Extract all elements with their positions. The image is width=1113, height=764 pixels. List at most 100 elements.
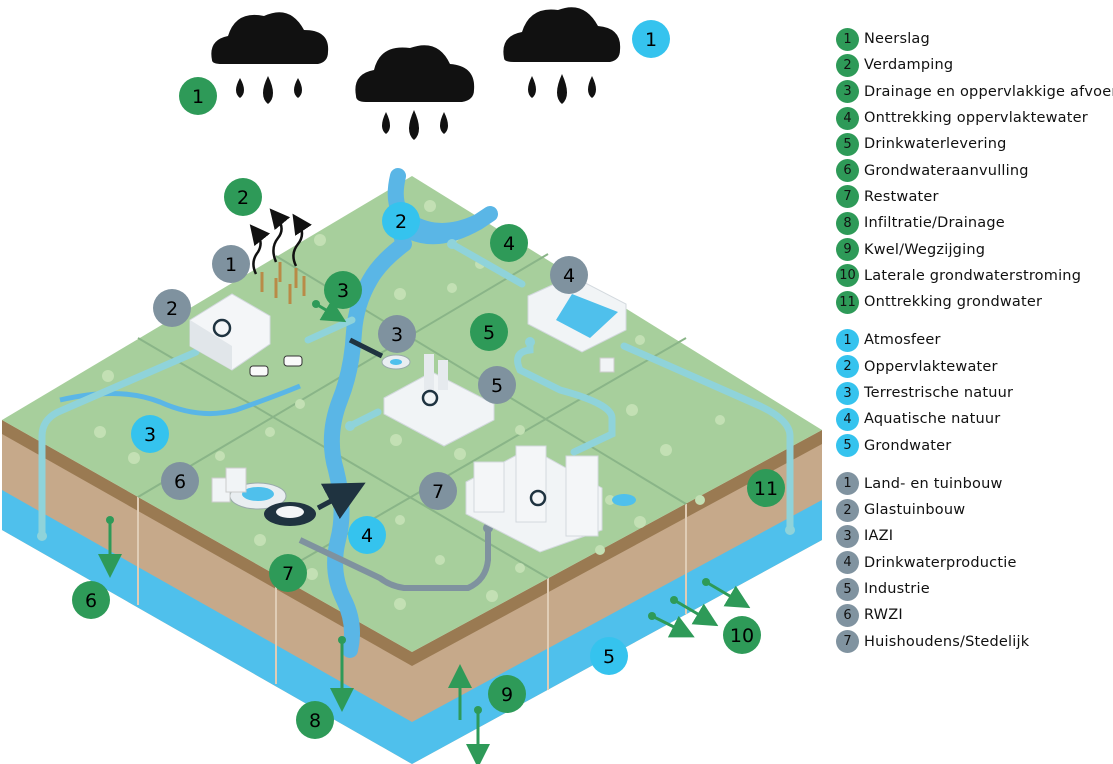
sector-legend-label: IAZI — [864, 528, 894, 545]
sector-legend-number: 3 — [836, 524, 859, 548]
flow-legend-label: Onttrekking grondwater — [864, 294, 1043, 311]
compartment-badge-1: 1 — [645, 29, 657, 51]
landscape-block — [2, 176, 822, 764]
flow-badge-6: 6 — [85, 590, 97, 612]
compartment-legend-label: Terrestrische natuur — [864, 385, 1014, 401]
compartment-badge-5: 5 — [603, 646, 615, 668]
flow-legend-number: 9 — [836, 238, 859, 262]
compartment-legend-label: Grondwater — [864, 437, 952, 454]
sector-legend-number: 1 — [836, 472, 859, 496]
flow-legend-label: Drinkwaterlevering — [864, 136, 1007, 153]
compartment-legend-label: Oppervlaktewater — [864, 358, 998, 375]
sector-legend-label: Glastuinbouw — [864, 502, 966, 519]
sector-legend-number: 2 — [836, 498, 859, 522]
flow-legend-item: 1 Neerslag — [836, 26, 1113, 52]
flow-legend-item: 10 Laterale grondwaterstroming — [836, 263, 1113, 289]
compartment-legend-item: 1 Atmosfeer — [836, 327, 1113, 353]
flow-badge-7: 7 — [282, 563, 294, 585]
sector-legend-item: 4 Drinkwaterproductie — [836, 550, 1113, 576]
wastewater-pipes — [316, 337, 384, 520]
flow-legend-item: 11 Onttrekking grondwater — [836, 289, 1113, 315]
compartment-legend-number: 5 — [836, 434, 859, 458]
flow-legend-label: Infiltratie/Drainage — [864, 215, 1005, 232]
flow-legend-number: 1 — [836, 27, 859, 51]
flow-badge-11: 11 — [754, 478, 778, 500]
cloud-icon — [355, 45, 475, 140]
sector-legend-label: Huishoudens/Stedelijk — [864, 633, 1030, 650]
flow-legend-label: Drainage en oppervlakkige afvoer — [864, 83, 1113, 100]
compartment-legend-item: 5 Grondwater — [836, 432, 1113, 458]
flow-badge-3: 3 — [337, 280, 349, 302]
flow-legend-label: Verdamping — [864, 57, 954, 74]
sector-legend-item: 2 Glastuinbouw — [836, 497, 1113, 523]
flow-legend-number: 5 — [836, 132, 859, 156]
flow-legend-number: 4 — [836, 106, 859, 130]
sector-legend-item: 5 Industrie — [836, 576, 1113, 602]
flow-legend-label: Grondwateraanvulling — [864, 162, 1029, 179]
flow-legend-number: 2 — [836, 53, 859, 77]
compartment-badge-4: 4 — [361, 525, 373, 547]
flow-badge-2: 2 — [237, 187, 249, 209]
legend: 1 Neerslag 2 Verdamping 3 Drainage en oppervl… — [836, 26, 1113, 667]
sector-legend-number: 4 — [836, 551, 859, 575]
flow-legend-number: 8 — [836, 211, 859, 235]
compartment-legend-number: 3 — [836, 381, 859, 405]
flow-legend-number: 3 — [836, 80, 859, 104]
flow-badge-1: 1 — [192, 86, 204, 108]
flow-legend-label: Laterale grondwaterstroming — [864, 267, 1082, 284]
compartment-legend-label: Aquatische natuur — [864, 411, 1001, 428]
sector-legend-item: 1 Land- en tuinbouw — [836, 471, 1113, 497]
sector-badges: 1 2 3 4 5 6 7 — [153, 245, 588, 510]
legend-sectors: 1 Land- en tuinbouw 2 Glastuinbouw 3 IAZI 4 Dri… — [836, 471, 1113, 655]
flow-badge-9: 9 — [501, 684, 513, 706]
flow-legend-number: 6 — [836, 159, 859, 183]
compartment-legend-number: 4 — [836, 407, 859, 431]
compartment-legend-label: Atmosfeer — [864, 332, 941, 349]
sector-badge-3: 3 — [391, 324, 403, 346]
sector-badge-4: 4 — [563, 265, 575, 287]
compartment-badge-3: 3 — [144, 424, 156, 446]
compartment-legend-number: 2 — [836, 355, 859, 379]
sector-legend-number: 6 — [836, 603, 859, 627]
flow-legend-number: 11 — [836, 290, 859, 314]
flow-legend-label: Neerslag — [864, 31, 930, 48]
sector-badge-1: 1 — [225, 254, 237, 276]
flow-legend-number: 10 — [836, 264, 859, 288]
flow-legend-item: 3 Drainage en oppervlakkige afvoer — [836, 79, 1113, 105]
sector-legend-item: 3 IAZI — [836, 523, 1113, 549]
industrial-plant — [381, 354, 495, 447]
evaporation-arrows — [249, 208, 312, 275]
flow-legend-label: Restwater — [864, 188, 939, 205]
sector-legend-label: Drinkwaterproductie — [864, 554, 1017, 571]
legend-flows: 1 Neerslag 2 Verdamping 3 Drainage en oppervl… — [836, 26, 1113, 315]
flow-legend-item: 9 Kwel/Wegzijging — [836, 236, 1113, 262]
sector-badge-6: 6 — [174, 471, 186, 493]
sector-badge-2: 2 — [166, 298, 178, 320]
sector-legend-number: 5 — [836, 577, 859, 601]
sector-badge-5: 5 — [491, 375, 503, 397]
flow-badge-8: 8 — [309, 710, 321, 732]
legend-compartments: 1 Atmosfeer 2 Oppervlaktewater 3 Terrestrisch… — [836, 327, 1113, 458]
cloud-icon — [503, 7, 621, 104]
flow-badge-10: 10 — [730, 625, 754, 647]
flow-legend-item: 6 Grondwateraanvulling — [836, 157, 1113, 183]
wastewater-treatment-plant — [211, 467, 316, 526]
flow-badge-4: 4 — [503, 233, 515, 255]
compartment-legend-item: 2 Oppervlaktewater — [836, 354, 1113, 380]
groundwater-pipes — [38, 240, 794, 540]
flow-legend-item: 5 Drinkwaterlevering — [836, 131, 1113, 157]
crops — [260, 262, 306, 304]
cloud-icon — [211, 12, 329, 104]
flow-legend-item: 2 Verdamping — [836, 52, 1113, 78]
flow-legend-item: 4 Onttrekking oppervlaktewater — [836, 105, 1113, 131]
sector-legend-label: Land- en tuinbouw — [864, 475, 1003, 492]
flow-legend-label: Onttrekking oppervlaktewater — [864, 110, 1088, 127]
sector-legend-label: Industrie — [864, 581, 930, 598]
flow-legend-label: Kwel/Wegzijging — [864, 241, 986, 258]
compartment-legend-number: 1 — [836, 328, 859, 352]
flow-badges: 1 2 3 4 5 6 7 8 9 10 11 — [72, 77, 785, 739]
